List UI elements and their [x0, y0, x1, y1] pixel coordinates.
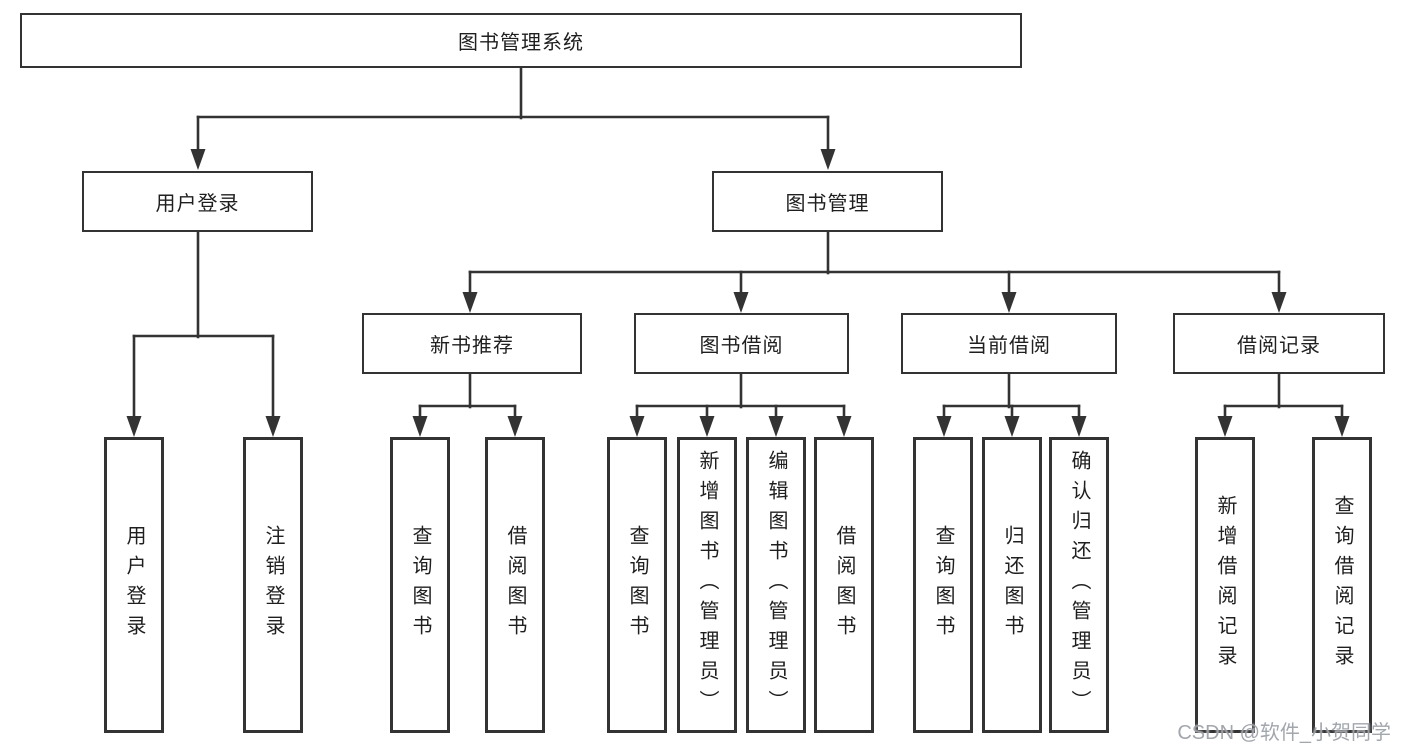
leaf-borrowing-borrow-books: 借阅图书 — [814, 437, 874, 733]
leaf-logout-label: 注销登录 — [262, 525, 284, 645]
node-user-login-branch-label: 用户登录 — [155, 193, 240, 215]
leaf-newbook-borrow-books: 借阅图书 — [485, 437, 545, 733]
node-book-borrowing-label: 图书借阅 — [699, 335, 784, 357]
leaf-current-return-books-label: 归还图书 — [1001, 525, 1023, 645]
node-borrowing-records-label: 借阅记录 — [1237, 335, 1321, 357]
leaf-borrowing-add-books-admin: 新增图书（管理员） — [677, 437, 737, 733]
leaf-newbook-borrow-books-label: 借阅图书 — [504, 525, 526, 645]
leaf-current-query-books: 查询图书 — [913, 437, 973, 733]
leaf-borrowing-borrow-books-label: 借阅图书 — [833, 525, 855, 645]
leaf-borrowing-add-books-admin-label: 新增图书（管理员） — [696, 450, 718, 720]
leaf-records-add-record: 新增借阅记录 — [1195, 437, 1255, 733]
leaf-logout: 注销登录 — [243, 437, 303, 733]
leaf-records-add-record-label: 新增借阅记录 — [1214, 495, 1236, 675]
leaf-newbook-query-books: 查询图书 — [390, 437, 450, 733]
leaf-user-login-label: 用户登录 — [123, 525, 145, 645]
csdn-watermark: CSDN @软件_小贺同学 — [1177, 722, 1391, 744]
node-current-borrowing: 当前借阅 — [901, 313, 1117, 374]
node-borrowing-records: 借阅记录 — [1173, 313, 1385, 374]
node-root-system-label: 图书管理系统 — [458, 32, 584, 54]
node-root-system: 图书管理系统 — [20, 13, 1022, 68]
leaf-borrowing-edit-books-admin-label: 编辑图书（管理员） — [765, 450, 787, 720]
leaf-current-query-books-label: 查询图书 — [932, 525, 954, 645]
leaf-borrowing-query-books: 查询图书 — [607, 437, 667, 733]
leaf-current-confirm-return-admin: 确认归还（管理员） — [1049, 437, 1109, 733]
node-new-book-recommend-label: 新书推荐 — [430, 335, 514, 357]
node-book-management-branch-label: 图书管理 — [785, 193, 870, 215]
leaf-current-confirm-return-admin-label: 确认归还（管理员） — [1068, 450, 1090, 720]
leaf-user-login: 用户登录 — [104, 437, 164, 733]
node-book-management-branch: 图书管理 — [712, 171, 943, 232]
node-book-borrowing: 图书借阅 — [634, 313, 849, 374]
leaf-records-query-record: 查询借阅记录 — [1312, 437, 1372, 733]
node-user-login-branch: 用户登录 — [82, 171, 313, 232]
leaf-borrowing-query-books-label: 查询图书 — [626, 525, 648, 645]
node-new-book-recommend: 新书推荐 — [362, 313, 582, 374]
node-current-borrowing-label: 当前借阅 — [967, 335, 1051, 357]
leaf-current-return-books: 归还图书 — [982, 437, 1042, 733]
leaf-newbook-query-books-label: 查询图书 — [409, 525, 431, 645]
leaf-records-query-record-label: 查询借阅记录 — [1331, 495, 1353, 675]
leaf-borrowing-edit-books-admin: 编辑图书（管理员） — [746, 437, 806, 733]
